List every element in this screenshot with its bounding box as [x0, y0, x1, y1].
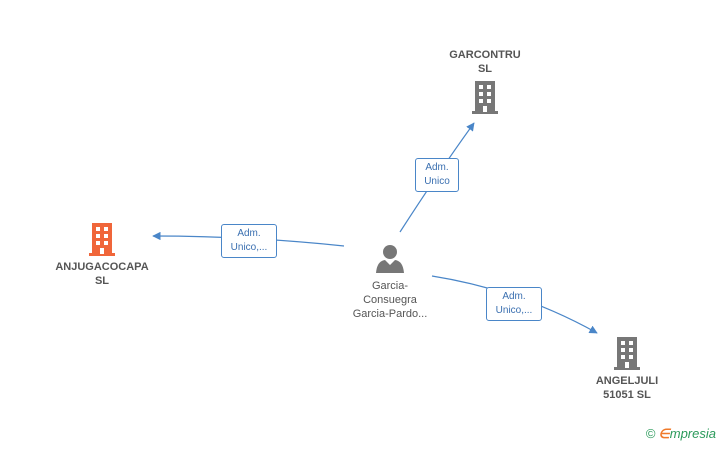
- edge-label-garcontru[interactable]: Adm. Unico: [415, 158, 459, 192]
- person-icon: [376, 245, 404, 273]
- edge-label-angeljuli[interactable]: Adm. Unico,...: [486, 287, 542, 321]
- empresia-logo: ©∈mpresia: [646, 426, 716, 442]
- edge-label-line2: Unico: [424, 176, 450, 187]
- edge-label-line2: Unico,...: [230, 242, 268, 253]
- person-name-line3: Garcia-Pardo...: [352, 308, 428, 320]
- company-node-garcontru[interactable]: GARCONTRU SL: [430, 48, 540, 114]
- building-icon: [614, 337, 640, 370]
- person-node[interactable]: Garcia- Consuegra Garcia-Pardo...: [330, 243, 450, 321]
- company-name-line1: ANGELJULI: [595, 375, 659, 387]
- company-node-anjugacocapa[interactable]: ANJUGACOCAPA SL: [40, 222, 164, 288]
- edge-label-anjugacocapa[interactable]: Adm. Unico,...: [221, 224, 277, 258]
- edge-label-line1: Adm.: [425, 162, 449, 173]
- company-name-line2: SL: [477, 63, 493, 75]
- company-name-line1: ANJUGACOCAPA: [55, 261, 149, 273]
- building-icon: [89, 223, 115, 256]
- copyright-symbol: ©: [645, 426, 656, 441]
- edge-label-line1: Adm.: [237, 228, 261, 239]
- person-name-line2: Consuegra: [363, 294, 417, 306]
- brand-e-glyph: ∈: [658, 426, 670, 441]
- edge-label-line1: Adm.: [502, 291, 526, 302]
- edge-label-line2: Unico,...: [495, 305, 533, 316]
- person-name-line1: Garcia-: [371, 280, 409, 292]
- brand-text: mpresia: [669, 426, 716, 441]
- building-icon: [472, 81, 498, 114]
- company-name-line2: 51051 SL: [603, 389, 651, 401]
- company-name-line1: GARCONTRU: [449, 49, 521, 61]
- company-name-line2: SL: [94, 275, 110, 287]
- company-node-angeljuli[interactable]: ANGELJULI 51051 SL: [572, 336, 682, 402]
